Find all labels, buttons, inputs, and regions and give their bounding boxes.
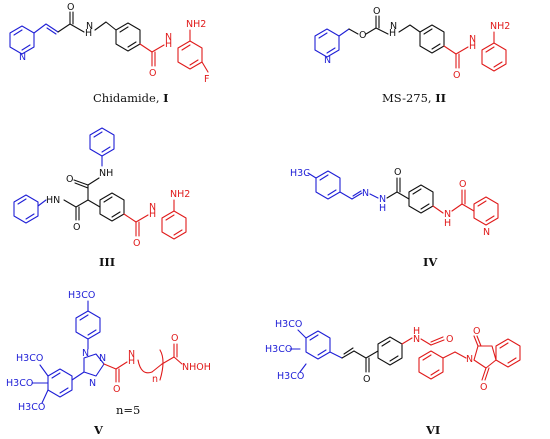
svg-text:O: O xyxy=(66,174,73,185)
v-methoxy-2: H3CO xyxy=(6,378,33,389)
v-methoxy-top: H3CO xyxy=(68,290,95,301)
svg-text:O: O xyxy=(459,179,466,190)
svg-text:N: N xyxy=(82,348,89,359)
structure-chidamide: N O H N O H N NH2 F Chidamide, I xyxy=(9,2,209,105)
v-n-subscript: n xyxy=(152,374,158,385)
svg-text:O: O xyxy=(133,238,140,249)
svg-text:NH: NH xyxy=(99,168,113,179)
v-hydroxamic-acid: NHOH xyxy=(182,362,211,373)
vi-benzamide-ring xyxy=(418,350,444,380)
v-triazole-ring xyxy=(83,353,105,377)
svg-text:O: O xyxy=(480,382,487,393)
chidamide-carbonyl-o: O xyxy=(67,2,74,13)
svg-text:O: O xyxy=(73,222,80,233)
svg-text:H: H xyxy=(413,326,420,337)
svg-text:O: O xyxy=(171,333,178,344)
svg-text:N: N xyxy=(165,32,172,43)
iv-hydrazide-n: N xyxy=(379,194,386,205)
svg-text:N: N xyxy=(390,21,397,32)
ms275-carbamate-nh: H xyxy=(389,28,396,39)
iii-top-phenyl xyxy=(89,127,115,157)
vi-methoxy-3: H3CO xyxy=(277,371,304,382)
svg-text:N: N xyxy=(324,55,331,66)
svg-text:N: N xyxy=(99,353,106,364)
vi-phthalimide-benzo-ring xyxy=(495,338,521,368)
svg-text:O: O xyxy=(394,167,401,178)
caption-vi: VI xyxy=(425,423,440,437)
svg-text:N: N xyxy=(444,209,451,220)
svg-text:N: N xyxy=(469,34,476,45)
svg-text:O: O xyxy=(149,68,156,79)
iii-left-phenyl xyxy=(13,194,39,224)
svg-text:H: H xyxy=(469,41,476,52)
svg-text:N: N xyxy=(483,227,490,238)
svg-text:H: H xyxy=(444,218,451,229)
iv-pyridine-ring xyxy=(473,196,499,226)
svg-text:O: O xyxy=(473,326,480,337)
svg-text:O: O xyxy=(453,70,460,81)
svg-text:N: N xyxy=(413,334,420,345)
svg-text:O: O xyxy=(373,6,380,17)
svg-text:O: O xyxy=(363,374,370,385)
vi-benzene xyxy=(377,336,403,366)
ms275-nh2: NH2 xyxy=(490,21,510,32)
svg-text:H: H xyxy=(128,356,135,367)
structure-vi: H3CO H3CO H3CO O H N O N O xyxy=(265,319,521,437)
caption-iii: III xyxy=(99,255,115,269)
svg-text:N: N xyxy=(128,349,135,360)
structure-iii: NH O O HN O H N NH2 III xyxy=(13,127,190,269)
vi-phthalimide-n: N xyxy=(466,354,473,365)
iii-nh2: NH2 xyxy=(170,189,190,200)
structure-v: H3CO N N N H3CO H3CO H3CO O H N n xyxy=(6,290,211,437)
svg-text:O: O xyxy=(446,334,453,345)
iv-imine-n: N xyxy=(362,188,369,199)
v-alkyl-bracket xyxy=(137,359,153,374)
svg-text:N: N xyxy=(89,378,96,389)
svg-text:H: H xyxy=(149,209,156,220)
pyridine-n: N xyxy=(19,52,26,63)
pyridine-ring xyxy=(9,25,35,55)
ms275-ester-o: O xyxy=(359,30,366,41)
svg-text:HN: HN xyxy=(46,195,60,206)
svg-text:O: O xyxy=(113,384,120,395)
structure-ms275: N O O H N O H N NH2 MS-275, II xyxy=(314,6,510,105)
v-n-equals-5: n=5 xyxy=(116,403,140,417)
iv-methyl: H3C xyxy=(290,168,310,179)
structure-iv: H3C N N H O N H O N IV xyxy=(290,167,499,269)
caption-chidamide: Chidamide, I xyxy=(93,91,169,105)
v-methoxy-1: H3CO xyxy=(16,353,43,364)
vi-methoxy-2: H3CO xyxy=(265,344,292,355)
chidamide-fluoro: F xyxy=(204,74,209,85)
vi-phthalimide-five-ring xyxy=(473,345,497,369)
ms275-pyridine-ring xyxy=(314,28,340,58)
chidamide-amide-nh: H xyxy=(85,28,92,39)
vi-methoxy-1: H3CO xyxy=(275,319,302,330)
v-methoxy-3: H3CO xyxy=(18,402,45,413)
caption-ms275: MS-275, II xyxy=(382,91,446,105)
v-methoxyphenyl-ring xyxy=(75,310,101,340)
chidamide-anilide-nh: H xyxy=(165,39,172,50)
svg-text:N: N xyxy=(149,202,156,213)
svg-text:H: H xyxy=(379,203,386,214)
caption-v: V xyxy=(93,423,104,437)
svg-text:N: N xyxy=(86,21,93,32)
caption-iv: IV xyxy=(423,255,438,269)
chidamide-nh2: NH2 xyxy=(186,19,206,30)
